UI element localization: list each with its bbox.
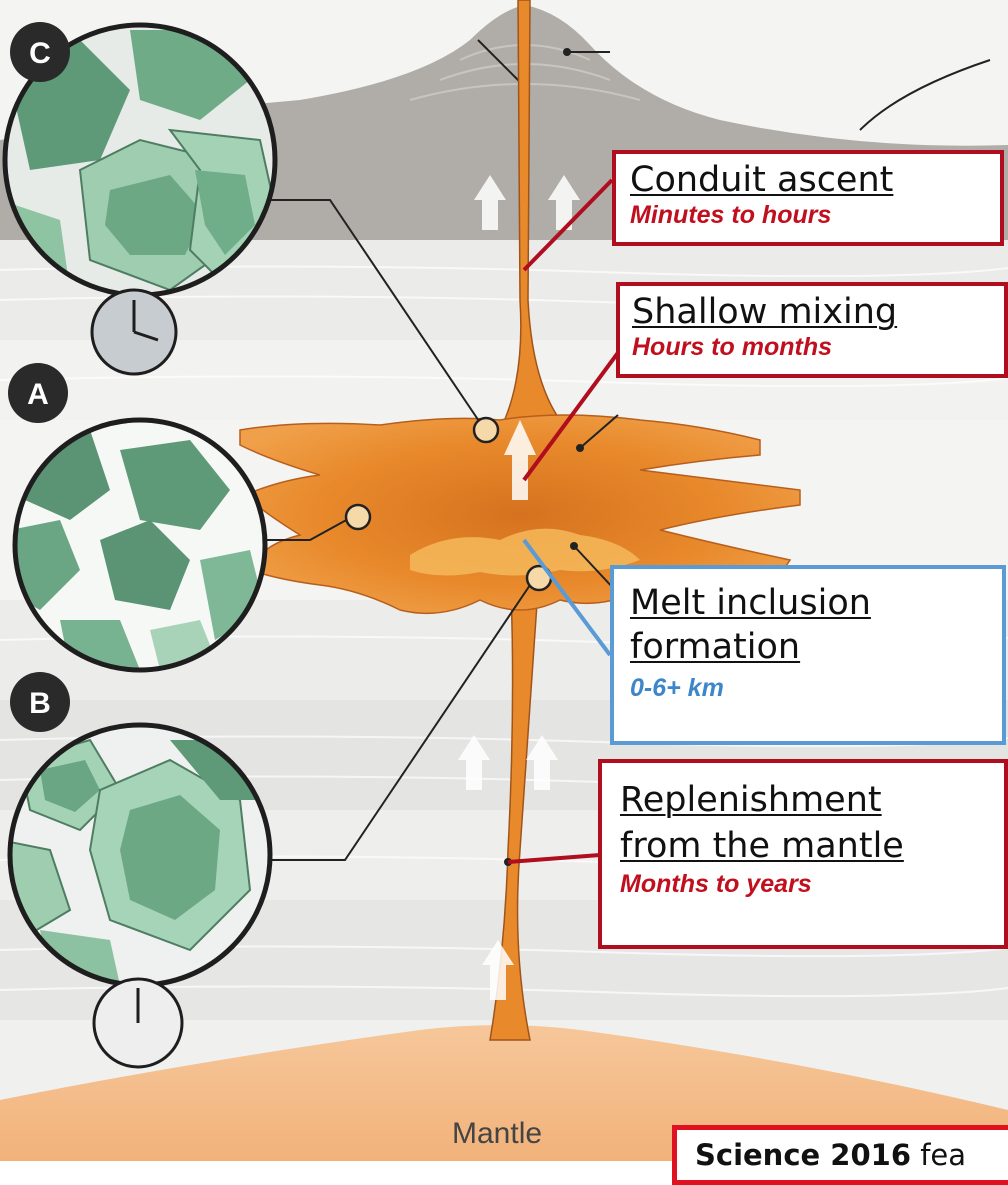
label-replenishment-title-2: from the mantle [620,823,1004,869]
label-melt-subtitle: 0-6+ km [630,673,1002,703]
label-shallow-title: Shallow mixing [632,292,1004,332]
citation-rest: fea [911,1138,966,1172]
clock-icon-b [94,979,182,1067]
volcano-diagram: C A B Conduit ascent Minutes to hours Sh… [0,0,1008,1161]
sample-point-c [474,418,498,442]
label-conduit-ascent: Conduit ascent Minutes to hours [612,150,1004,246]
panel-letter-c: C [29,37,51,70]
label-shallow-subtitle: Hours to months [632,332,1004,362]
label-conduit-title: Conduit ascent [630,160,1000,200]
citation-box: Science 2016 fea [672,1125,1008,1185]
panel-badge-a: A [8,363,68,423]
label-melt-title-2: formation [630,625,1002,669]
clock-icon-c [92,290,176,374]
label-shallow-mixing: Shallow mixing Hours to months [616,282,1008,378]
label-conduit-subtitle: Minutes to hours [630,200,1000,230]
label-replenishment: Replenishment from the mantle Months to … [598,759,1008,949]
mantle-label: Mantle [452,1117,542,1151]
panel-letter-a: A [27,378,49,411]
sample-point-a [346,505,370,529]
panel-badge-c: C [10,22,70,82]
label-melt-inclusion: Melt inclusion formation 0-6+ km [610,565,1006,745]
panel-letter-b: B [29,687,51,720]
label-replenishment-title-1: Replenishment [620,777,1004,823]
label-replenishment-subtitle: Months to years [620,869,1004,899]
label-melt-title-1: Melt inclusion [630,581,1002,625]
panel-badge-b: B [10,672,70,732]
citation-source: Science 2016 [695,1138,911,1172]
